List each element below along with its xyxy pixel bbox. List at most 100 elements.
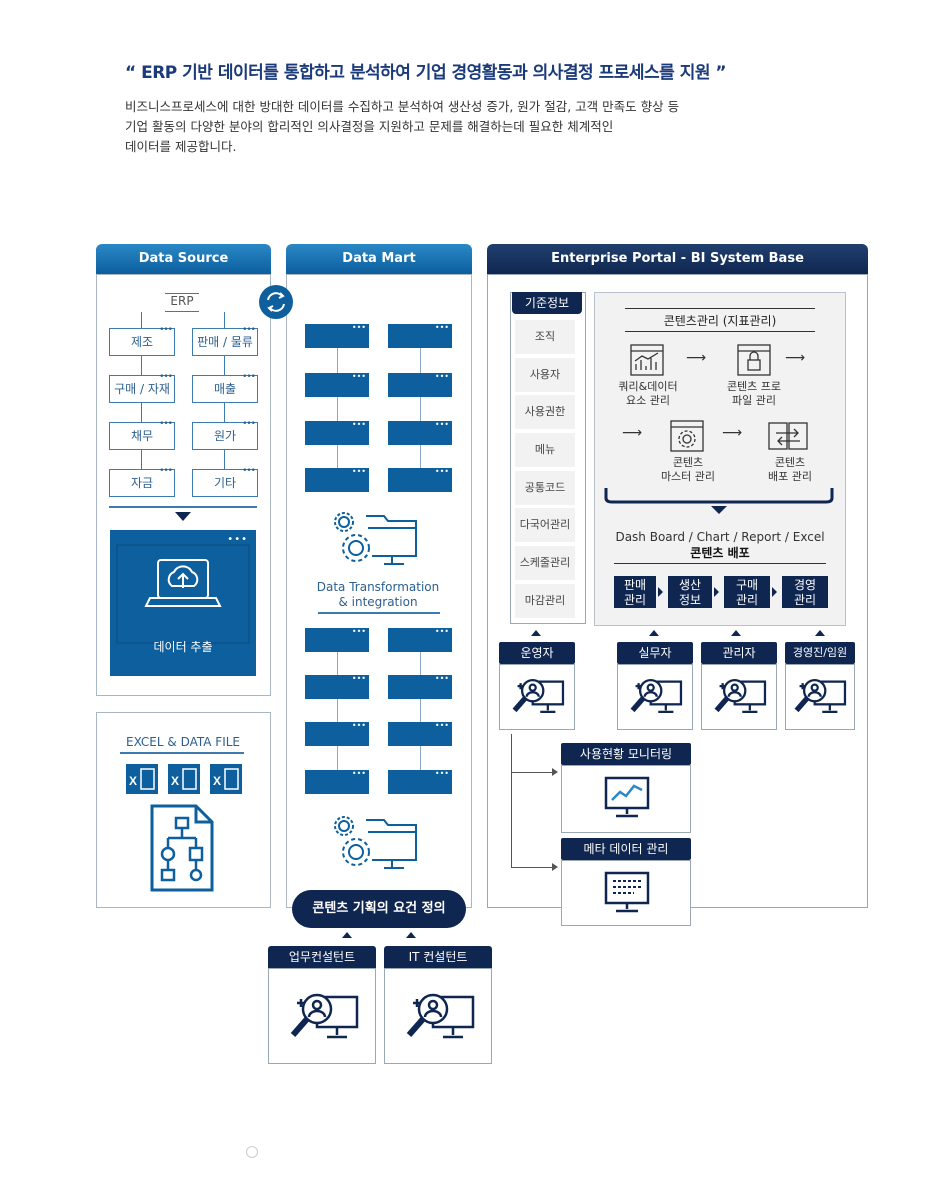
role-staff-card[interactable] xyxy=(617,664,693,730)
intro-line: 기업 활동의 다양한 분야의 합리적인 의사결정을 지원하고 문제를 해결하는데… xyxy=(125,119,614,134)
monitor-document-icon xyxy=(604,871,650,913)
content-master-caption: 콘텐츠 마스터 관리 xyxy=(648,456,728,484)
circle-icon xyxy=(246,1146,258,1158)
brace-down-icon xyxy=(604,488,834,514)
erp-module[interactable]: 매출••• xyxy=(192,372,258,403)
excel-label: EXCEL & DATA FILE xyxy=(126,735,240,749)
svg-text:X: X xyxy=(129,774,137,788)
play-arrow-icon xyxy=(772,587,777,597)
content-mgmt-title: 콘텐츠관리 (지표관리) xyxy=(663,314,777,328)
erp-module[interactable]: 판매 / 물류••• xyxy=(192,325,258,356)
data-mart-table xyxy=(388,674,452,699)
erp-module-label: 자금 xyxy=(130,476,154,490)
business-consultant-card[interactable] xyxy=(268,968,376,1064)
erp-module[interactable]: 구매 / 자재••• xyxy=(109,372,175,403)
headline: “ ERP 기반 데이터를 통합하고 분석하여 기업 경영활동과 의사결정 프로… xyxy=(125,63,727,83)
lock-window-icon xyxy=(737,344,771,376)
intro-text: 비즈니스프로세스에 대한 방대한 데이터를 수집하고 분석하여 생산성 증가, … xyxy=(125,97,805,157)
std-info-item[interactable]: 조직 xyxy=(515,320,575,355)
dist-label: 경영 xyxy=(793,578,817,592)
dashboard-title: 콘텐츠 배포 xyxy=(690,546,750,560)
content-profile-caption: 콘텐츠 프로 파일 관리 xyxy=(712,380,796,408)
arrow-right-icon: ⟶ xyxy=(686,350,707,366)
play-arrow-icon xyxy=(658,587,663,597)
svg-text:X: X xyxy=(213,774,221,788)
dm-connector xyxy=(337,336,338,482)
operator-connector xyxy=(511,867,553,868)
gear-window-icon xyxy=(670,420,704,452)
up-arrow-icon xyxy=(649,630,659,636)
up-arrow-icon xyxy=(406,932,416,938)
user-search-monitor-icon xyxy=(794,678,847,714)
std-info-item[interactable]: 다국어관리 xyxy=(515,508,575,543)
erp-module[interactable]: 원가••• xyxy=(192,419,258,450)
dist-label: 관리 xyxy=(623,593,647,607)
role-manager-card[interactable] xyxy=(701,664,777,730)
exchange-window-icon xyxy=(768,422,808,450)
dist-label: 구매 xyxy=(735,578,759,592)
chart-window-icon xyxy=(630,344,664,376)
monitoring-card[interactable] xyxy=(561,765,691,833)
data-extract-card[interactable]: ••• 데이터 추출 xyxy=(110,530,256,676)
up-arrow-icon xyxy=(342,932,352,938)
arrow-right-icon xyxy=(552,863,558,871)
data-mart-table xyxy=(305,323,369,348)
data-source-tab: Data Source xyxy=(96,244,271,274)
user-search-monitor-icon xyxy=(290,993,359,1039)
erp-module[interactable]: 제조••• xyxy=(109,325,175,356)
std-info-item[interactable]: 메뉴 xyxy=(515,433,575,468)
sync-icon xyxy=(259,285,293,319)
role-operator-tab: 운영자 xyxy=(499,642,575,664)
erp-label-line xyxy=(165,293,199,294)
std-info-item[interactable]: 사용권한 xyxy=(515,395,575,430)
erp-label: ERP xyxy=(170,294,194,308)
role-operator-card[interactable] xyxy=(499,664,575,730)
caption-line: 콘텐츠 xyxy=(672,456,704,469)
erp-module[interactable]: 자금••• xyxy=(109,466,175,497)
erp-module-label: 매출 xyxy=(213,382,237,396)
it-consultant-card[interactable] xyxy=(384,968,492,1064)
arrow-right-icon xyxy=(552,768,558,776)
std-info-item[interactable]: 공통코드 xyxy=(515,471,575,506)
more-dots-icon: ••• xyxy=(227,534,248,545)
data-mart-table xyxy=(388,323,452,348)
erp-module-label: 원가 xyxy=(213,429,237,443)
caption-line: 마스터 관리 xyxy=(660,470,716,483)
caption-line: 파일 관리 xyxy=(732,394,776,407)
up-arrow-icon xyxy=(731,630,741,636)
excel-panel xyxy=(96,712,271,908)
std-info-item[interactable]: 사용자 xyxy=(515,358,575,393)
transform-label: Data Transformation & integration xyxy=(290,580,466,610)
up-arrow-icon xyxy=(815,630,825,636)
erp-label-line xyxy=(165,311,199,312)
monitor-chart-icon xyxy=(604,776,650,818)
requirements-pill[interactable]: 콘텐츠 기획의 요건 정의 xyxy=(292,890,466,928)
erp-module[interactable]: 기타••• xyxy=(192,466,258,497)
flowchart-document-icon xyxy=(150,804,214,892)
erp-module[interactable]: 채무••• xyxy=(109,419,175,450)
arrow-right-icon: ⟶ xyxy=(785,350,806,366)
role-staff-tab: 실무자 xyxy=(617,642,693,664)
std-info-item[interactable]: 스케줄관리 xyxy=(515,546,575,581)
user-search-monitor-icon xyxy=(630,678,683,714)
role-executive-card[interactable] xyxy=(785,664,855,730)
role-manager-tab: 관리자 xyxy=(701,642,777,664)
gear-folder-icon xyxy=(334,816,417,869)
content-title-line xyxy=(625,331,815,332)
data-mart-table xyxy=(305,372,369,397)
meta-data-tab: 메타 데이터 관리 xyxy=(561,838,691,860)
meta-data-card[interactable] xyxy=(561,860,691,926)
dashboard-line: Dash Board / Chart / Report / Excel xyxy=(615,530,825,544)
erp-module-label: 판매 / 물류 xyxy=(197,335,253,349)
transform-label-line: & integration xyxy=(338,595,418,609)
operator-connector xyxy=(511,734,512,868)
business-consultant-tab: 업무컨설턴트 xyxy=(268,946,376,968)
std-info-item[interactable]: 마감관리 xyxy=(515,584,575,619)
erp-module-label: 제조 xyxy=(130,335,154,349)
svg-text:X: X xyxy=(171,774,179,788)
content-title-line xyxy=(625,308,815,309)
